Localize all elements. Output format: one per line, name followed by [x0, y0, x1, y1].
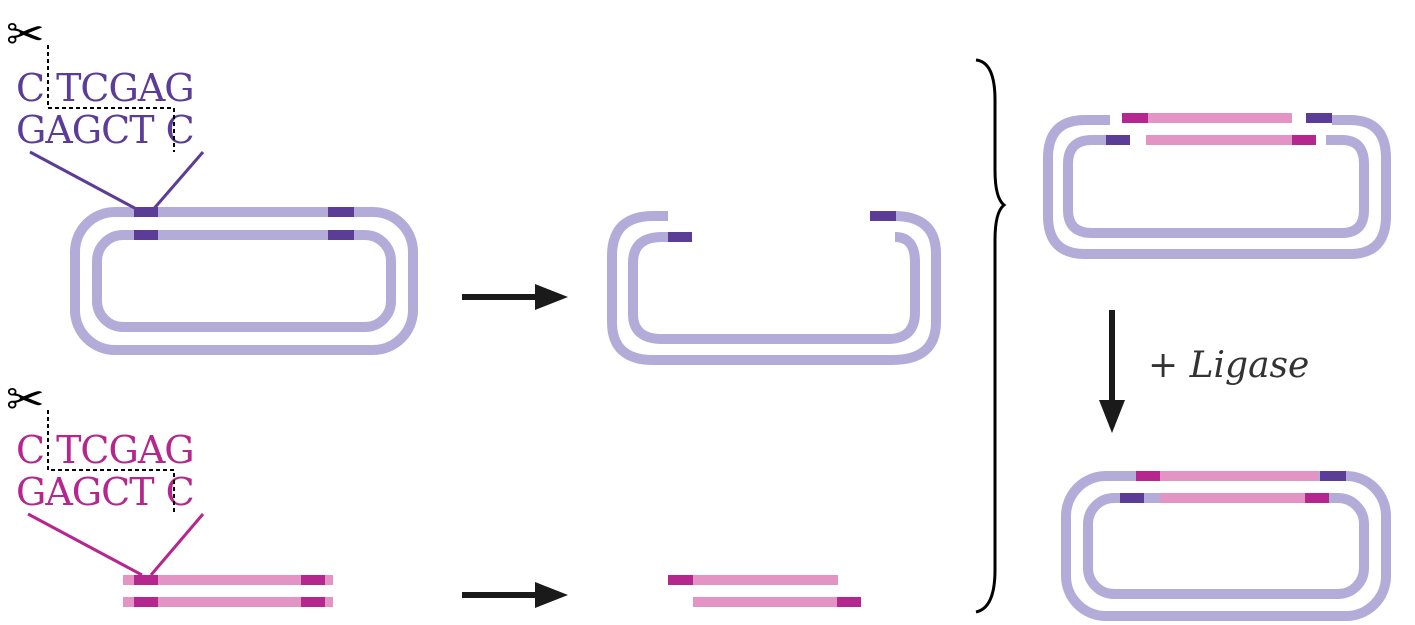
vector-inner-strand	[92, 230, 396, 332]
insert-bottom-right: C	[166, 470, 194, 514]
recombinant-inner-strand	[1083, 493, 1369, 599]
vector-cut-site-right-bottom	[328, 230, 354, 240]
vector-pointer-left	[29, 150, 143, 214]
annealed-outer-left	[1043, 115, 1391, 259]
recombinant-plasmid	[1061, 471, 1391, 621]
vector-pointer-right	[149, 151, 205, 213]
scissors-icon: ✂	[6, 372, 45, 426]
annealed-inner	[1063, 135, 1369, 238]
insert-pointer-left	[27, 512, 143, 577]
annealed-vector-site-top	[1306, 113, 1332, 123]
recombinant-vector-site-top	[1320, 471, 1346, 481]
cut-vector-inner-strand	[628, 232, 920, 344]
insert-site-right-bottom	[301, 597, 325, 607]
annealed-insert-top	[1122, 113, 1292, 123]
cut-insert-top-strand	[668, 575, 838, 585]
insert-pointer-right	[149, 513, 205, 576]
cut-vector-outer-strand	[607, 211, 941, 365]
vector-cut-site-left-bottom	[134, 230, 158, 240]
annealed-vector-site-bottom	[1106, 135, 1130, 145]
annealed-insert-bottom-site	[1292, 135, 1316, 145]
cut-insert-bottom-strand	[693, 597, 861, 607]
recombinant-insert-bottom	[1160, 493, 1328, 503]
cut-insert-overhang-right	[837, 597, 861, 607]
insert-fragment	[123, 575, 333, 607]
recombinant-insert-top-site	[1136, 471, 1160, 481]
annealed-plasmid	[1043, 113, 1391, 259]
cut-vector-overhang-right	[870, 211, 896, 221]
insert-top-right: TCGAG	[56, 428, 194, 472]
insert-bottom-left: GAGCT	[16, 470, 154, 514]
arrow-right-icon	[462, 284, 568, 310]
annealed-insert-top-site	[1122, 113, 1148, 123]
insert-site-left-top	[134, 575, 158, 585]
vector-outer-strand	[70, 207, 418, 355]
annealed-insert-bottom	[1146, 135, 1316, 145]
recombinant-insert-bottom-site	[1305, 493, 1329, 503]
insert-top-strand	[123, 575, 333, 585]
vector-top-left: C	[16, 66, 44, 110]
curly-brace-icon	[975, 58, 1007, 614]
insert-cut-line	[47, 410, 175, 514]
vector-bottom-right: C	[166, 108, 194, 152]
cut-insert-overhang-left	[668, 575, 693, 585]
vector-cut-site-right-top	[328, 207, 354, 217]
recombinant-vector-site-bottom	[1120, 493, 1144, 503]
ligase-label: + Ligase	[1148, 345, 1309, 386]
cut-insert	[668, 575, 861, 607]
cut-vector	[607, 211, 941, 365]
recombinant-insert-top	[1136, 471, 1318, 481]
vector-plasmid	[29, 150, 418, 355]
vector-top-right: TCGAG	[56, 66, 194, 110]
insert-top-left: C	[16, 428, 44, 472]
cut-vector-overhang-left	[668, 232, 692, 242]
vector-cut-site-left-top	[134, 207, 158, 217]
scissors-icon: ✂	[6, 7, 45, 61]
arrow-down-icon	[1099, 310, 1125, 433]
arrow-right-icon	[462, 582, 568, 608]
vector-bottom-left: GAGCT	[16, 108, 154, 152]
vector-cut-line	[47, 45, 175, 152]
insert-site-right-top	[301, 575, 325, 585]
insert-bottom-strand	[123, 597, 333, 607]
insert-site-left-bottom	[134, 597, 158, 607]
